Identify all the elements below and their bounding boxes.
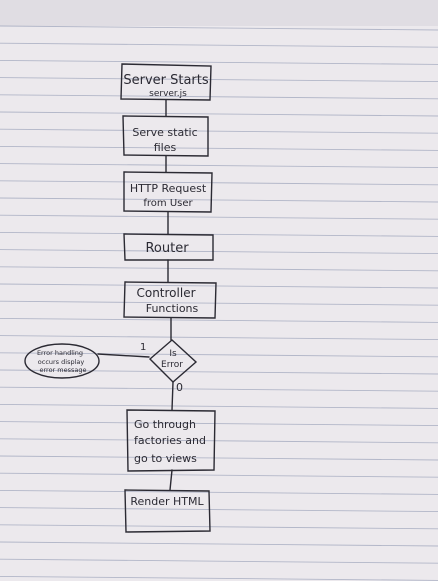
label-error-line2: occurs display <box>38 358 85 366</box>
label-static-line1: Serve static <box>132 126 197 139</box>
ruled-line <box>0 489 438 495</box>
node-serve-static <box>122 115 209 157</box>
ruled-line <box>0 507 438 513</box>
ruled-line <box>0 300 438 306</box>
ruled-line <box>0 77 438 83</box>
paper-top-shadow <box>0 0 438 26</box>
ruled-line <box>0 369 438 375</box>
ruled-line <box>0 197 438 203</box>
ruled-line <box>0 352 438 358</box>
node-render-html <box>124 489 211 533</box>
label-controller-line2: Functions <box>146 302 199 315</box>
ruled-line <box>0 145 438 151</box>
label-render: Render HTML <box>130 495 204 508</box>
ruled-line <box>0 59 438 65</box>
connector-decision-errorhandling <box>97 353 150 358</box>
label-server-line1: Server Starts <box>123 73 209 88</box>
label-error-line1: Error handling <box>37 349 83 357</box>
label-controller-line1: Controller <box>136 286 195 300</box>
label-http-line2: from User <box>143 198 193 209</box>
node-error-handling <box>24 343 100 379</box>
label-is-error-line2: Error <box>161 360 183 370</box>
node-controller <box>123 281 217 319</box>
label-router: Router <box>145 241 189 256</box>
ruled-line <box>0 42 438 48</box>
label-error-line3: error message <box>39 366 86 374</box>
ruled-line <box>0 163 438 169</box>
ruled-line <box>0 575 438 581</box>
ruled-line <box>0 403 438 409</box>
label-static-line2: files <box>154 141 177 154</box>
ruled-line <box>0 111 438 117</box>
ruled-line <box>0 558 438 564</box>
label-gothrough-line3: go to views <box>134 452 197 465</box>
connector-gothrough-render <box>169 469 173 491</box>
label-http-line1: HTTP Request <box>130 182 207 195</box>
ruled-line <box>0 421 438 427</box>
ruled-line <box>0 214 438 220</box>
ruled-line <box>0 128 438 134</box>
ruled-line <box>0 335 438 341</box>
node-http-request <box>123 171 213 213</box>
node-router <box>123 233 214 261</box>
ruled-lines <box>0 25 438 581</box>
label-gothrough-line1: Go through <box>134 418 196 431</box>
label-server-line2: server.js <box>149 89 187 99</box>
diagram <box>24 63 217 533</box>
ruled-line <box>0 472 438 478</box>
ruled-line <box>0 25 438 31</box>
node-is-error <box>148 339 198 383</box>
label-is-error-line1: Is <box>169 349 177 359</box>
edge-label-no: 0 <box>176 381 183 394</box>
edge-label-yes: 1 <box>140 342 146 353</box>
node-server-starts <box>120 63 212 101</box>
ruled-line <box>0 541 438 547</box>
ruled-line <box>0 266 438 272</box>
ruled-line <box>0 317 438 323</box>
ruled-line <box>0 455 438 461</box>
ruled-line <box>0 180 438 186</box>
label-gothrough-line2: factories and <box>134 434 206 447</box>
ruled-line <box>0 249 438 255</box>
ruled-line <box>0 386 438 392</box>
ruled-line <box>0 94 438 100</box>
ruled-line <box>0 231 438 237</box>
node-go-through <box>126 409 216 472</box>
connector-decision-gothrough <box>171 381 174 411</box>
ruled-line <box>0 524 438 530</box>
node-labels: Server Starts server.js Serve static fil… <box>37 73 209 508</box>
ruled-line <box>0 438 438 444</box>
ruled-line <box>0 283 438 289</box>
